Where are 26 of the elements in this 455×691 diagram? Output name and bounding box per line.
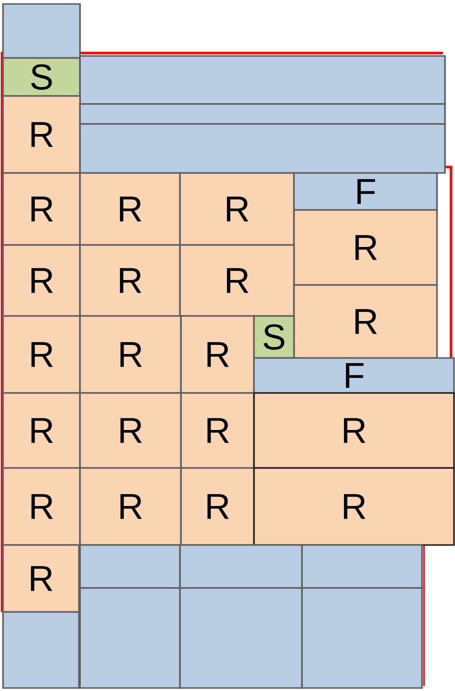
text-box: R: [179, 172, 295, 246]
text-box: R: [2, 315, 81, 394]
text-box: R: [79, 392, 182, 469]
text-box: R: [2, 244, 81, 317]
text-box: R: [293, 284, 438, 359]
text-box: R: [180, 467, 255, 546]
text-box: R: [79, 172, 181, 246]
empty-box: [79, 103, 446, 125]
text-box: R: [2, 467, 81, 546]
text-box: R: [180, 392, 255, 469]
empty-box: [2, 611, 80, 689]
text-box: R: [79, 467, 182, 546]
text-box: S: [2, 57, 81, 97]
text-box: R: [179, 244, 295, 317]
text-box: R: [2, 172, 81, 246]
text-box: F: [293, 172, 438, 211]
empty-box: [2, 3, 81, 59]
text-box: R: [2, 544, 80, 613]
text-box: R: [79, 244, 181, 317]
text-box: R: [2, 392, 81, 469]
text-box: R: [293, 209, 438, 286]
text-box: R: [79, 315, 182, 394]
text-box: S: [253, 315, 295, 359]
text-box: F: [253, 357, 455, 394]
text-box: R: [2, 95, 81, 174]
text-box: R: [180, 315, 255, 394]
